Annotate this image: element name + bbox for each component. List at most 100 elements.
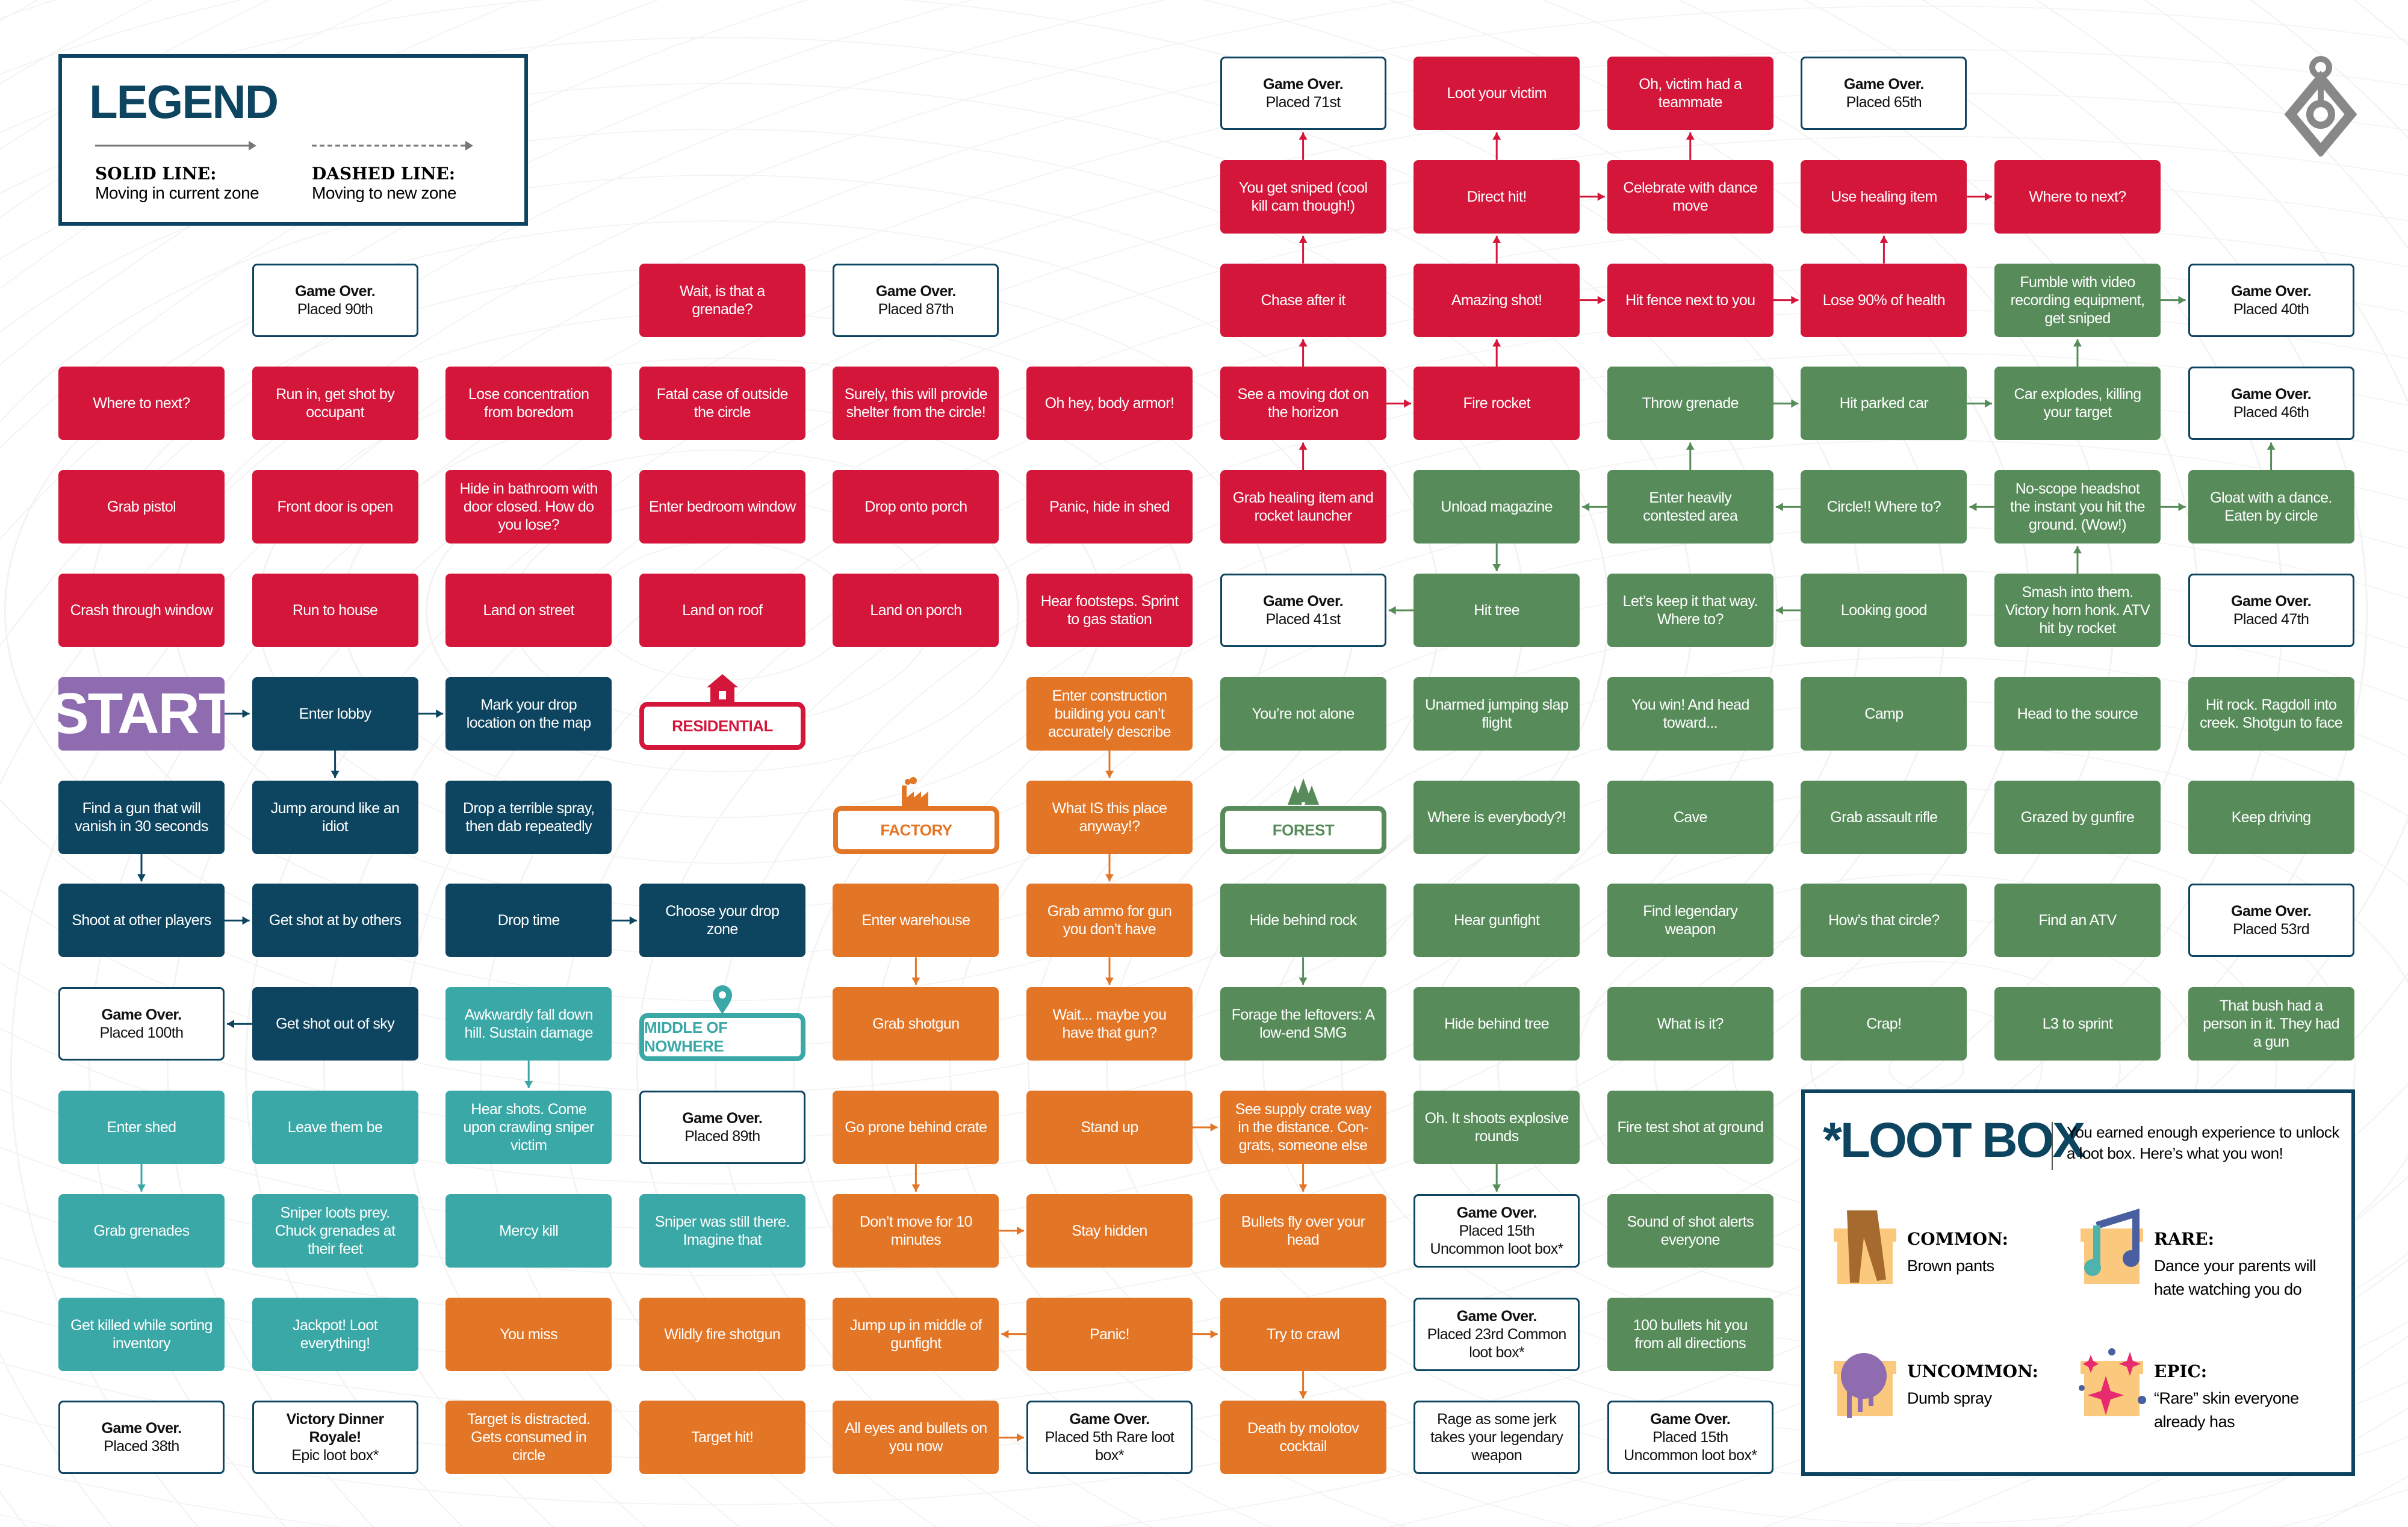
node-text: Wait... maybe you have that gun? (1052, 1006, 1167, 1042)
flow-node: See supply crate way in the distance. Co… (1220, 1091, 1386, 1164)
flow-node: Enter shed (58, 1091, 225, 1164)
flow-node: Throw grenade (1607, 367, 1773, 441)
flow-node: Land on roof (639, 574, 805, 647)
outcome-title: Game Over. (1456, 1204, 1538, 1221)
node-text: Enter construction building you can’t ac… (1048, 687, 1171, 740)
node-text: Circle!! Where to? (1826, 498, 1941, 516)
node-text: Grab grenades (93, 1222, 190, 1239)
node-text: Forage the leftovers: A low-end SMG (1231, 1006, 1375, 1042)
node-text: Hear shots. Come upon crawling sniper vi… (463, 1101, 595, 1154)
flow-node: Wait... maybe you have that gun? (1026, 987, 1193, 1061)
node-text: Drop onto porch (864, 498, 967, 516)
solid-line-label: SOLID LINE: (95, 164, 217, 184)
node-text: Enter shed (107, 1119, 177, 1136)
flow-node: Where is everybody?! (1413, 780, 1580, 854)
factory-icon (902, 777, 928, 808)
flow-node: Gloat with a dance. Eaten by circle (2188, 470, 2354, 544)
node-text: Hear footsteps. Sprint to gas station (1040, 593, 1179, 628)
outcome-node: Game Over.Placed 87th (833, 263, 999, 337)
brand-logo-icon (2285, 56, 2357, 156)
flow-node: Find a gun that will vanish in 30 second… (58, 780, 225, 854)
node-text: You miss (500, 1325, 558, 1343)
node-text: Land on roof (682, 602, 763, 619)
node-text: Bullets fly over your head (1241, 1213, 1365, 1248)
arrowhead (137, 1184, 146, 1192)
node-text: Placed 46th (2233, 404, 2309, 421)
node-text: Enter bedroom window (648, 498, 796, 516)
node-text: Epic loot box* (291, 1447, 379, 1464)
flow-node: Drop a terrible spray, then dab repeated… (445, 780, 612, 854)
node-text: Find a gun that will vanish in 30 second… (75, 799, 208, 835)
outcome-node: Game Over.Placed 90th (252, 263, 418, 337)
outcome-node: Game Over.Placed 5th Rare loot box* (1026, 1401, 1193, 1475)
arrowhead (2178, 503, 2186, 512)
flow-node: Grazed by gunfire (1994, 780, 2161, 854)
flow-node: Oh. It shoots explosive rounds (1413, 1091, 1580, 1164)
tier-name: COMMON: (1907, 1229, 2008, 1249)
node-text: Placed 90th (297, 300, 373, 318)
node-text: Crap! (1866, 1015, 1902, 1033)
node-text: Hide in bathroom with door closed. How d… (459, 480, 598, 534)
node-text: Placed 87th (878, 300, 954, 318)
node-text: You win! And head toward... (1631, 696, 1750, 731)
arrowhead (227, 1020, 234, 1029)
flow-node: Circle!! Where to? (1801, 470, 1967, 544)
flow-node: Go prone behind crate (833, 1091, 999, 1164)
outcome-title: Game Over. (682, 1110, 763, 1127)
node-text: Chase after it (1261, 291, 1345, 309)
flow-node: Head to the source (1994, 677, 2161, 751)
node-text: Enter heavily contested area (1643, 489, 1738, 525)
node-text: What IS this place anyway!? (1052, 799, 1167, 835)
node-text: Stay hidden (1072, 1222, 1147, 1239)
flow-node: Target hit! (639, 1401, 805, 1475)
node-text: Use healing item (1831, 188, 1937, 205)
node-text: Drop time (497, 912, 560, 929)
flow-node: Forage the leftovers: A low-end SMG (1220, 987, 1386, 1061)
node-text: Keep driving (2231, 808, 2311, 826)
loot-box-title: *LOOT BOX (1823, 1113, 2085, 1168)
node-text: Grazed by gunfire (2020, 808, 2135, 826)
arrowhead (1492, 1184, 1501, 1192)
flow-node: Use healing item (1801, 160, 1967, 234)
flow-node: Grab grenades (58, 1194, 225, 1268)
node-text: Camp (1864, 705, 1904, 722)
node-text: Loot your victim (1447, 85, 1547, 102)
flow-node: Oh, victim had a teammate (1607, 57, 1773, 130)
flow-node: Find legendary weapon (1607, 884, 1773, 958)
outcome-title: Game Over. (1650, 1411, 1731, 1428)
node-text: Throw grenade (1642, 395, 1739, 412)
flow-node: Lose concentration from boredom (445, 367, 612, 441)
node-text: 100 bullets hit you from all directions (1633, 1316, 1748, 1352)
zone-factory-label: FACTORY (880, 820, 952, 839)
flow-node: Grab shotgun (833, 987, 999, 1061)
pants-gift-icon (1834, 1210, 1896, 1284)
arrowhead (1017, 1433, 1024, 1442)
node-text: Surely, this will provide shelter from t… (844, 386, 988, 421)
solid-line-desc: Moving in current zone (95, 184, 259, 202)
flow-node: Hit parked car (1801, 367, 1967, 441)
flow-node: L3 to sprint (1994, 987, 2161, 1061)
node-text: Wait, is that a grenade? (680, 282, 765, 318)
arrowhead (1299, 442, 1308, 450)
flow-node: Death by molotov cocktail (1220, 1401, 1386, 1475)
flow-node: Where to next? (1994, 160, 2161, 234)
node-text: Hit parked car (1839, 395, 1929, 412)
flow-node: Sniper loots prey. Chuck grenades at the… (252, 1194, 418, 1268)
flow-node: Unarmed jumping slap flight (1413, 677, 1580, 751)
divider (2052, 1122, 2053, 1170)
flow-node: Let’s keep it that way. Where to? (1607, 574, 1773, 647)
arrowhead (436, 709, 444, 718)
arrowhead (1879, 235, 1888, 243)
outcome-title: Game Over. (2231, 903, 2312, 920)
flow-node: Mercy kill (445, 1194, 612, 1268)
node-text: Drop a terrible spray, then dab repeated… (463, 799, 595, 835)
node-text: Get shot out of sky (276, 1015, 395, 1033)
node-text: See supply crate way in the distance. Co… (1235, 1101, 1371, 1154)
zone-middle-of-nowhere-label: MIDDLE OF NOWHERE (644, 1018, 728, 1055)
node-text: Grab shotgun (872, 1015, 960, 1033)
outcome-title: Game Over. (1456, 1307, 1538, 1325)
flow-node: Drop time (445, 884, 612, 958)
node-text: Land on street (483, 602, 574, 619)
node-text: Enter warehouse (861, 912, 970, 929)
arrowhead (1791, 296, 1799, 305)
